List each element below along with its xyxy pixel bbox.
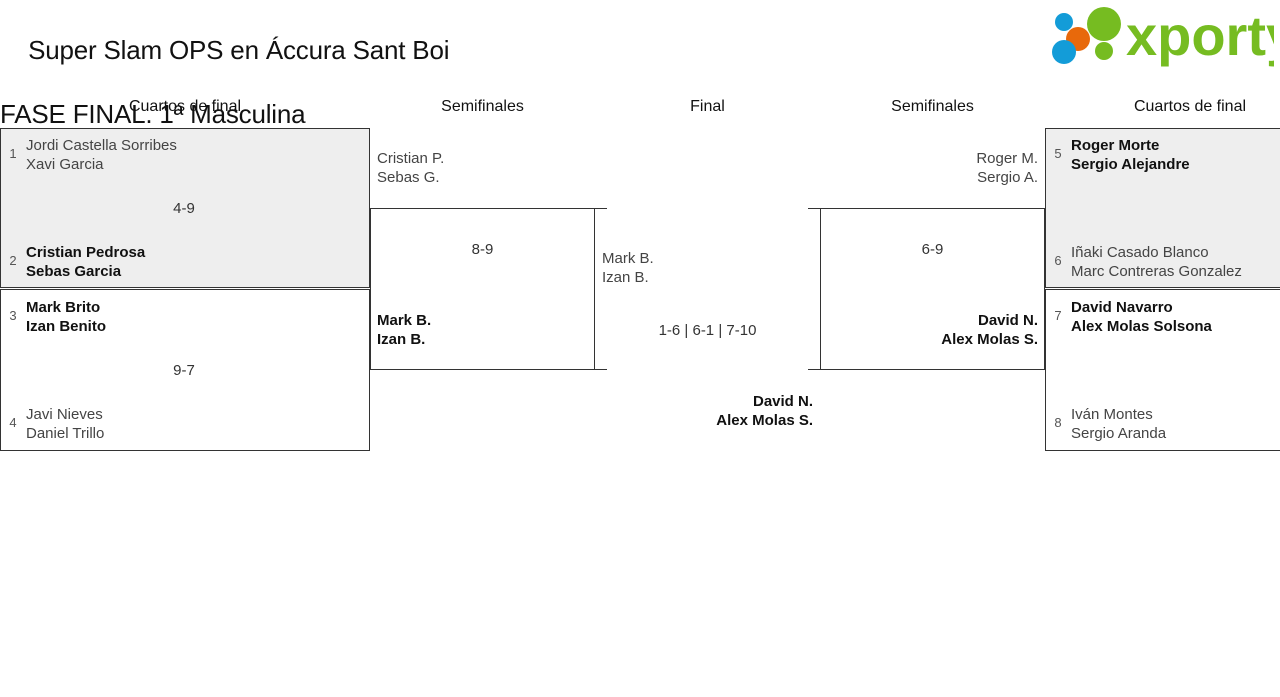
seed-number: 6 — [1054, 253, 1062, 268]
column-header-semifinals-left: Semifinales — [441, 98, 524, 115]
team-player-2: Sebas G. — [377, 169, 440, 186]
team-qf-left-2-bottom: Javi Nieves Daniel Trillo — [26, 405, 104, 443]
page-header: Super Slam OPS en Áccura Sant Boi FASE F… — [0, 0, 1280, 129]
seed-number: 2 — [9, 253, 17, 268]
team-player-2: Alex Molas S. — [716, 412, 813, 429]
score-final: 1-6 | 6-1 | 7-10 — [658, 322, 757, 339]
logo-dot-green-small — [1095, 42, 1113, 60]
team-player-1: Mark B. — [602, 250, 654, 267]
team-player-1: David N. — [752, 393, 813, 410]
page-title: Super Slam OPS en Áccura Sant Boi FASE F… — [0, 2, 449, 194]
match-box-qf-right-2[interactable] — [1045, 289, 1280, 451]
team-player-1: Jordi Castella Sorribes — [26, 137, 177, 154]
score-qf-right-2: 9-6 — [1071, 361, 1280, 380]
team-player-2: Izan Benito — [26, 318, 107, 335]
team-qf-right-2-bottom: Iván Montes Sergio Aranda — [1071, 405, 1166, 443]
team-player-1: David N. — [977, 312, 1038, 329]
logo-dot-blue-large — [1052, 40, 1076, 64]
team-final-bottom-champion: David N. Alex Molas S. — [613, 392, 813, 430]
column-header-semifinals-right: Semifinales — [891, 98, 974, 115]
team-player-2: Sergio Alejandre — [1071, 156, 1190, 173]
match-box-sf-right[interactable] — [820, 208, 1045, 370]
seed-number: 8 — [1054, 415, 1062, 430]
score-sf-right: 6-9 — [921, 241, 944, 258]
page-title-line1: Super Slam OPS en Áccura Sant Boi — [28, 35, 450, 65]
team-player-2: Alex Molas Solsona — [1071, 318, 1212, 335]
team-player-1: Iván Montes — [1071, 406, 1153, 423]
score-qf-left-2: 9-7 — [173, 362, 195, 379]
team-qf-right-1-top: Roger Morte Sergio Alejandre — [1071, 136, 1190, 174]
team-player-1: David Navarro — [1071, 299, 1173, 316]
team-player-1: Mark Brito — [26, 299, 101, 316]
score-qf-left-1: 4-9 — [173, 200, 195, 217]
team-player-1: Iñaki Casado Blanco — [1071, 244, 1209, 261]
team-player-1: Roger Morte — [1071, 137, 1160, 154]
team-qf-left-1-bottom: Cristian Pedrosa Sebas Garcia — [26, 243, 145, 281]
xporty-logo[interactable]: xporty — [1042, 4, 1274, 72]
column-header-quarterfinals-right: Cuartos de final — [1133, 98, 1247, 115]
team-player-2: Sergio A. — [977, 169, 1038, 186]
team-player-1: Javi Nieves — [26, 406, 103, 423]
connector-qf-right-2 — [1020, 369, 1045, 370]
match-box-qf-right-1[interactable] — [1045, 128, 1280, 288]
team-player-2: Izan B. — [602, 269, 649, 286]
logo-wordmark: xporty — [1126, 4, 1274, 67]
connector-sf-right-top — [808, 208, 820, 209]
logo-dot-green-large — [1087, 7, 1121, 41]
team-player-2: Xavi Garcia — [26, 156, 104, 173]
team-qf-left-2-top: Mark Brito Izan Benito — [26, 298, 106, 336]
page-title-line2: FASE FINAL. 1ª Masculina — [0, 99, 306, 129]
connector-sf-left-bottom — [595, 369, 607, 370]
seed-number: 4 — [9, 415, 17, 430]
team-player-2: Alex Molas S. — [941, 331, 1038, 348]
column-header-quarterfinals-left: Cuartos de final — [128, 98, 242, 115]
team-player-1: Roger M. — [976, 150, 1038, 167]
score-sf-left: 8-9 — [471, 241, 494, 258]
team-player-1: Cristian P. — [377, 150, 445, 167]
connector-qf-right-1 — [1020, 208, 1045, 209]
seed-number: 5 — [1054, 146, 1062, 161]
seed-number: 7 — [1054, 308, 1062, 323]
column-header-final: Final — [690, 98, 725, 115]
team-player-1: Mark B. — [377, 312, 432, 329]
team-sf-right-top: Roger M. Sergio A. — [838, 149, 1038, 187]
team-qf-left-1-top: Jordi Castella Sorribes Xavi Garcia — [26, 136, 177, 174]
team-player-2: Marc Contreras Gonzalez — [1071, 263, 1242, 280]
team-player-2: Daniel Trillo — [26, 425, 105, 442]
team-player-1: Cristian Pedrosa — [26, 244, 146, 261]
team-qf-right-1-bottom: Iñaki Casado Blanco Marc Contreras Gonza… — [1071, 243, 1242, 281]
team-player-2: Izan B. — [377, 331, 426, 348]
team-sf-left-top: Cristian P. Sebas G. — [377, 149, 444, 187]
team-sf-left-bottom: Mark B. Izan B. — [377, 311, 431, 349]
match-box-qf-left-1[interactable] — [0, 128, 370, 288]
team-sf-right-bottom: David N. Alex Molas S. — [838, 311, 1038, 349]
connector-sf-right-bottom — [808, 369, 820, 370]
seed-number: 3 — [9, 308, 17, 323]
logo-dot-blue-small — [1055, 13, 1073, 31]
team-player-2: Sergio Aranda — [1071, 425, 1167, 442]
match-box-sf-left[interactable] — [370, 208, 595, 370]
match-box-qf-left-2[interactable] — [0, 289, 370, 451]
score-qf-right-1: 9-2 — [1071, 199, 1280, 218]
seed-number: 1 — [9, 146, 17, 161]
team-qf-right-2-top: David Navarro Alex Molas Solsona — [1071, 298, 1212, 336]
team-final-top: Mark B. Izan B. — [602, 249, 654, 287]
team-player-2: Sebas Garcia — [26, 263, 122, 280]
connector-sf-left-top — [595, 208, 607, 209]
